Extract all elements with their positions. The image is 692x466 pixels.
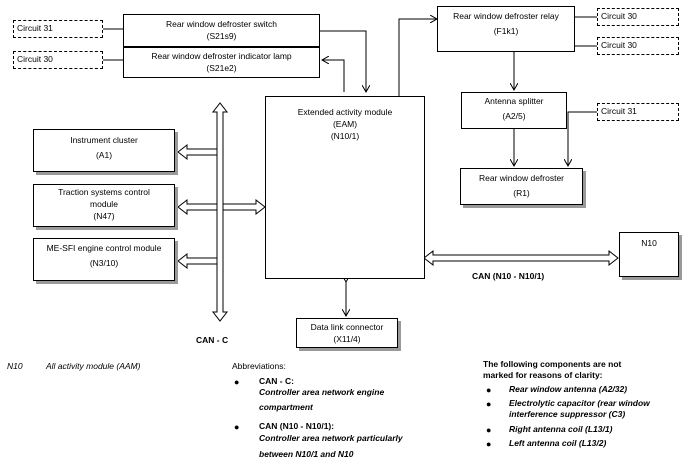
bullet-icon: ●	[486, 385, 492, 395]
can-c-label: CAN - C	[196, 335, 229, 345]
wire-c31-defroster	[568, 111, 598, 166]
circuit-label: Circuit 30	[601, 40, 637, 50]
splitter-name: Antenna splitter	[484, 96, 544, 106]
circuit-31-switch: Circuit 31	[13, 20, 103, 38]
abbr-term-1: CAN - C:	[259, 376, 294, 386]
circuit-30-relay-top: Circuit 30	[597, 8, 679, 26]
bullet-icon: ●	[486, 425, 492, 435]
bullet-icon: ●	[486, 399, 492, 409]
abbr-term-2: CAN (N10 - N10/1):	[259, 421, 335, 431]
circuit-label: Circuit 31	[17, 23, 53, 33]
can-n10-label: CAN (N10 - N10/1)	[472, 271, 545, 281]
circuit-label: Circuit 30	[601, 11, 637, 21]
eam-name: Extended activity module	[297, 107, 393, 117]
circuit-31-splitter: Circuit 31	[597, 103, 679, 121]
legend-n10-desc: All activity module (AAM)	[46, 361, 141, 371]
not-marked-item-1: Rear window antenna (A2/32)	[509, 384, 628, 394]
n10-name: N10	[641, 238, 657, 248]
abbr-desc-2: Controller area network particularly	[259, 433, 403, 443]
wire-eam-lamp	[322, 60, 345, 92]
lamp-code: (S21e2)	[206, 63, 237, 73]
eam-box: Extended activity module (EAM) (N10/1)	[265, 96, 425, 279]
abbr-desc-1-cont: compartment	[259, 402, 313, 412]
dlc-box: Data link connector (X11/4)	[296, 318, 398, 348]
dlc-code: (X11/4)	[333, 334, 361, 344]
cluster-name: Instrument cluster	[70, 135, 138, 145]
wire-switch-eam	[319, 30, 366, 92]
can-n10-bus	[423, 249, 619, 267]
not-marked-item-4: Left antenna coil (L13/2)	[509, 438, 607, 448]
abbr-desc-2-cont: between N10/1 and N10	[259, 449, 354, 459]
switch-name: Rear window defroster switch	[165, 19, 277, 29]
splitter-box: Antenna splitter (A2/5)	[461, 92, 567, 129]
legend-n10-code: N10	[7, 361, 23, 371]
not-marked-item-3: Right antenna coil (L13/1)	[509, 424, 613, 434]
engine-code: (N3/10)	[89, 258, 119, 268]
relay-code: (F1k1)	[493, 26, 519, 36]
lamp-box: Rear window defroster indicator lamp (S2…	[123, 47, 320, 78]
n10-box: N10	[619, 232, 679, 277]
bullet-icon: ●	[234, 422, 240, 432]
splitter-code: (A2/5)	[502, 111, 526, 121]
defroster-name: Rear window defroster	[478, 173, 565, 183]
traction-code: (N47)	[93, 211, 115, 221]
wire-eam-relay	[398, 19, 437, 96]
traction-box: Traction systems control module (N47)	[33, 184, 175, 227]
eam-code: (N10/1)	[330, 131, 360, 141]
circuit-label: Circuit 31	[601, 106, 637, 116]
can-c-bus	[177, 102, 266, 322]
circuit-30-relay-bottom: Circuit 30	[597, 37, 679, 55]
switch-box: Rear window defroster switch (S21s9)	[123, 14, 320, 47]
not-marked-item-2: Electrolytic capacitor (rear window	[509, 398, 650, 408]
eam-abbr: (EAM)	[332, 119, 358, 129]
bullet-icon: ●	[486, 439, 492, 449]
cluster-code: (A1)	[95, 150, 113, 160]
traction-name: Traction systems control	[58, 187, 150, 197]
circuit-30-lamp: Circuit 30	[13, 51, 103, 69]
defroster-code: (R1)	[513, 188, 530, 198]
abbreviations-title: Abbreviations:	[232, 361, 286, 371]
not-marked-item-2-cont: interference suppressor (C3)	[509, 409, 626, 419]
cluster-box: Instrument cluster (A1)	[33, 129, 175, 172]
defroster-box: Rear window defroster (R1)	[460, 168, 583, 205]
dlc-name: Data link connector	[310, 322, 384, 332]
not-marked-title: The following components are not	[483, 359, 622, 369]
bullet-icon: ●	[234, 377, 240, 387]
abbr-desc-1: Controller area network engine	[259, 387, 385, 397]
relay-name: Rear window defroster relay	[453, 11, 559, 21]
not-marked-title-2: marked for reasons of clarity:	[483, 370, 603, 380]
engine-name: ME-SFI engine control module	[46, 243, 162, 253]
traction-name-2: module	[90, 199, 118, 209]
relay-box: Rear window defroster relay (F1k1)	[437, 6, 575, 52]
circuit-label: Circuit 30	[17, 54, 53, 64]
engine-box: ME-SFI engine control module (N3/10)	[33, 238, 175, 281]
lamp-name: Rear window defroster indicator lamp	[151, 51, 292, 61]
switch-code: (S21s9)	[206, 31, 237, 41]
